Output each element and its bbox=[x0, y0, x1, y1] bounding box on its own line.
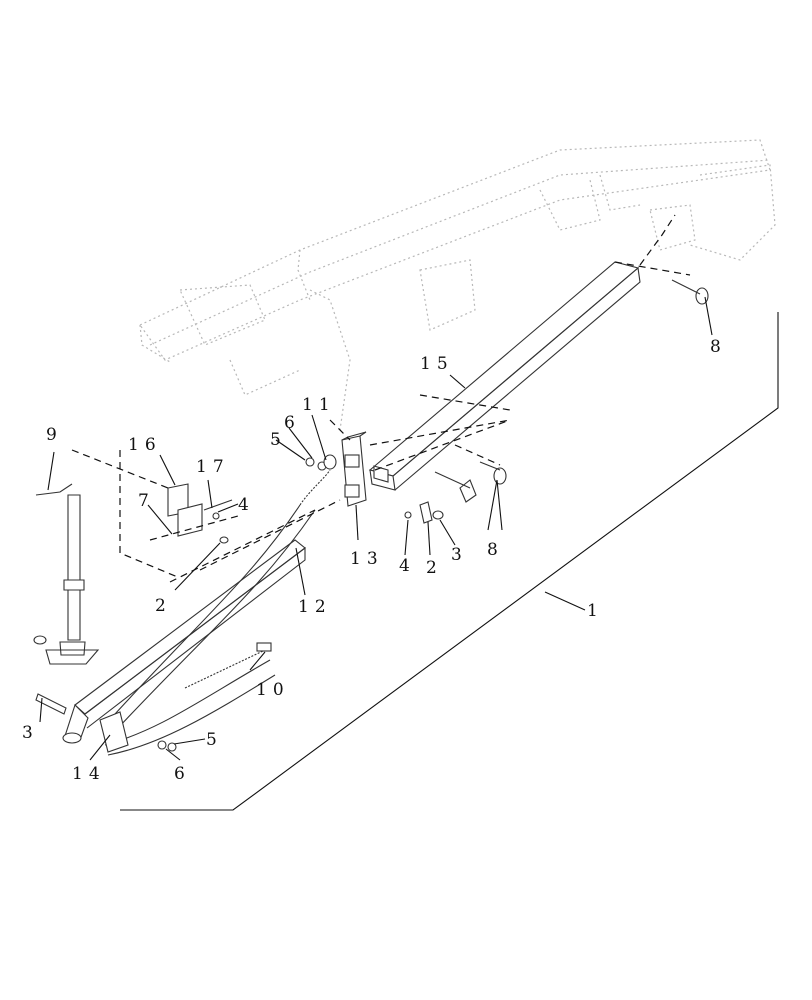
callout-8: 8 bbox=[710, 337, 727, 357]
callout-13: 13 bbox=[350, 549, 384, 569]
callout-1: 1 bbox=[587, 601, 604, 621]
assembly-frame bbox=[120, 312, 779, 811]
callout-10: 10 bbox=[256, 680, 290, 700]
callout-15: 15 bbox=[420, 354, 454, 374]
callout-6: 6 bbox=[174, 764, 191, 784]
assembly-lines bbox=[71, 214, 691, 583]
callout-labels: 1 2 2 3 3 4 4 5 5 6 6 7 8 8 9 10 11 12 1… bbox=[22, 337, 727, 784]
callout-8: 8 bbox=[487, 540, 504, 560]
callout-3: 3 bbox=[451, 545, 468, 565]
callout-6: 6 bbox=[284, 413, 301, 433]
leader-lines bbox=[39, 296, 713, 761]
bracket bbox=[341, 431, 367, 507]
callout-17: 17 bbox=[196, 457, 230, 477]
callout-4: 4 bbox=[399, 556, 416, 576]
callout-16: 16 bbox=[128, 435, 162, 455]
mount-block bbox=[167, 483, 233, 537]
jack bbox=[33, 483, 100, 665]
callout-11: 11 bbox=[302, 395, 336, 415]
callout-12: 12 bbox=[298, 597, 332, 617]
callout-9: 9 bbox=[46, 425, 63, 445]
safety-chain bbox=[184, 469, 331, 689]
ghost-frame bbox=[139, 139, 776, 431]
callout-4: 4 bbox=[238, 495, 255, 515]
long-tube bbox=[368, 261, 641, 491]
callout-2: 2 bbox=[426, 558, 443, 578]
callout-2: 2 bbox=[155, 596, 172, 616]
callout-14: 14 bbox=[72, 764, 106, 784]
hardware bbox=[35, 279, 709, 752]
callout-5: 5 bbox=[270, 430, 287, 450]
callout-7: 7 bbox=[138, 491, 155, 511]
callout-5: 5 bbox=[206, 730, 223, 750]
drawbar bbox=[62, 504, 316, 756]
callout-3: 3 bbox=[22, 723, 39, 743]
